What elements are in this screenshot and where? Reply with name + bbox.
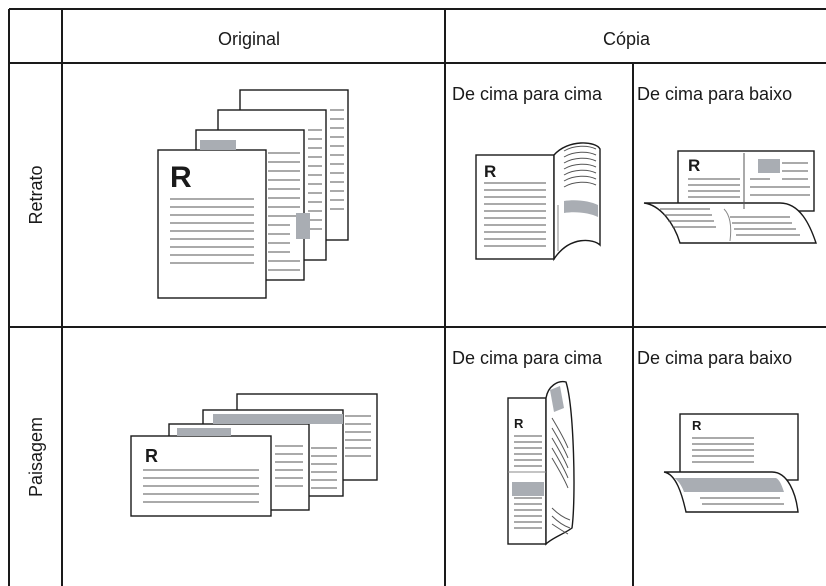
row-label-paisagem: Paisagem — [26, 416, 46, 498]
header-original: Original — [218, 29, 281, 49]
page-letter-r: R — [145, 446, 158, 466]
row-label-retrato: Retrato — [26, 165, 46, 225]
landscape-original-stack-illustration: R — [130, 393, 378, 517]
page-letter-r: R — [688, 156, 700, 175]
page-letter-r: R — [514, 416, 524, 431]
landscape-copy-up-down-illustration: R — [663, 413, 799, 513]
portrait-copy-up-up-illustration: R — [475, 142, 601, 262]
row1-subheader-up-up: De cima para cima — [452, 84, 603, 104]
row1-subheader-up-down: De cima para baixo — [637, 84, 793, 104]
landscape-copy-up-up-illustration: R — [507, 380, 575, 546]
page-letter-r: R — [484, 162, 496, 181]
row2-subheader-up-up: De cima para cima — [452, 348, 603, 368]
portrait-copy-up-down-illustration: R — [643, 150, 817, 244]
portrait-original-stack-illustration: R — [157, 89, 349, 299]
page-letter-r: R — [692, 418, 702, 433]
row2-subheader-up-down: De cima para baixo — [637, 348, 793, 368]
header-copia: Cópia — [603, 29, 651, 49]
page-letter-r: R — [170, 161, 192, 194]
